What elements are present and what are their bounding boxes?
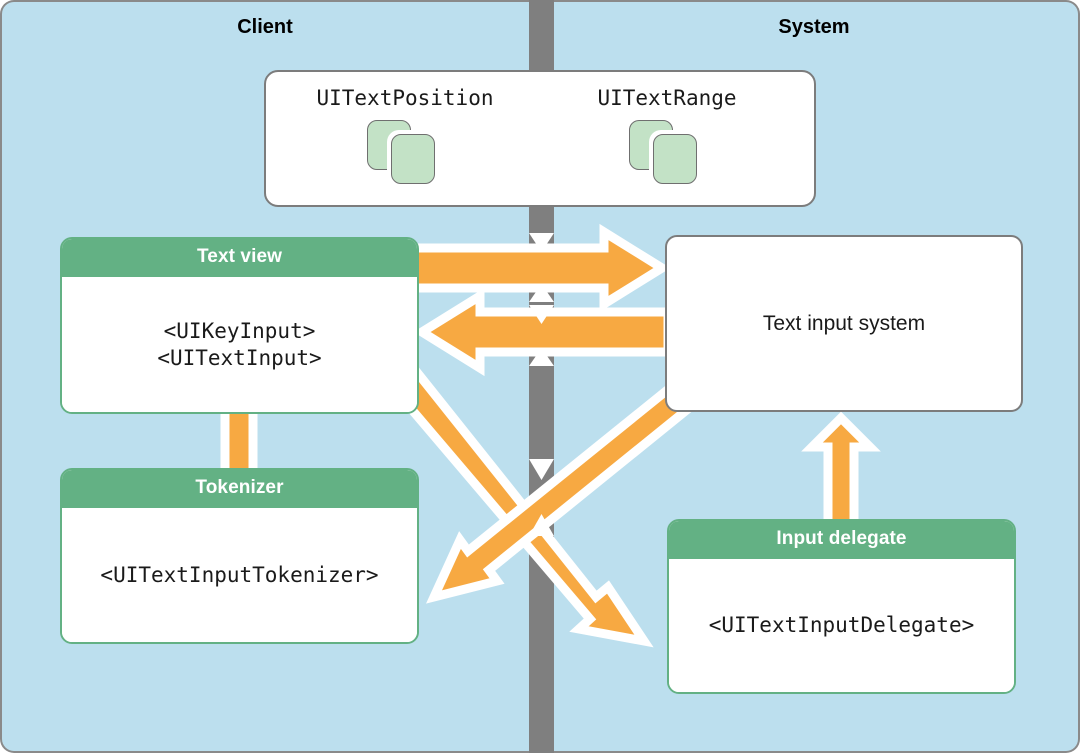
node-text-input-system[interactable]: Text input system xyxy=(665,235,1023,412)
node-header-input-delegate: Input delegate xyxy=(669,521,1014,559)
text-object-types-card: UITextPosition UITextRange xyxy=(264,70,816,207)
object-type-label: UITextRange xyxy=(597,86,737,110)
column-title-client: Client xyxy=(237,16,293,38)
node-text-view[interactable]: Text view <UIKeyInput> <UITextInput> xyxy=(60,237,419,414)
object-type-label: UITextPosition xyxy=(316,86,494,110)
object-type-uitextposition: UITextPosition xyxy=(280,86,530,186)
node-header-text-view: Text view xyxy=(62,239,417,277)
node-header-tokenizer: Tokenizer xyxy=(62,470,417,508)
column-title-system: System xyxy=(778,16,850,38)
node-input-delegate[interactable]: Input delegate <UITextInputDelegate> xyxy=(667,519,1016,694)
protocol-uikeyinput: <UIKeyInput> xyxy=(163,318,316,343)
protocol-uitextinputtokenizer: <UITextInputTokenizer> xyxy=(100,562,379,587)
protocol-uitextinput: <UITextInput> xyxy=(157,345,322,370)
node-tokenizer[interactable]: Tokenizer <UITextInputTokenizer> xyxy=(60,468,419,644)
node-body-input-delegate: <UITextInputDelegate> xyxy=(669,559,1014,692)
protocol-uitextinputdelegate: <UITextInputDelegate> xyxy=(708,613,975,638)
node-label-text-input-system: Text input system xyxy=(762,311,926,335)
node-body-tokenizer: <UITextInputTokenizer> xyxy=(62,508,417,642)
stacked-pages-icon xyxy=(629,120,705,186)
stacked-pages-icon xyxy=(367,120,443,186)
object-type-uitextrange: UITextRange xyxy=(542,86,792,186)
node-body-text-view: <UIKeyInput> <UITextInput> xyxy=(62,277,417,412)
